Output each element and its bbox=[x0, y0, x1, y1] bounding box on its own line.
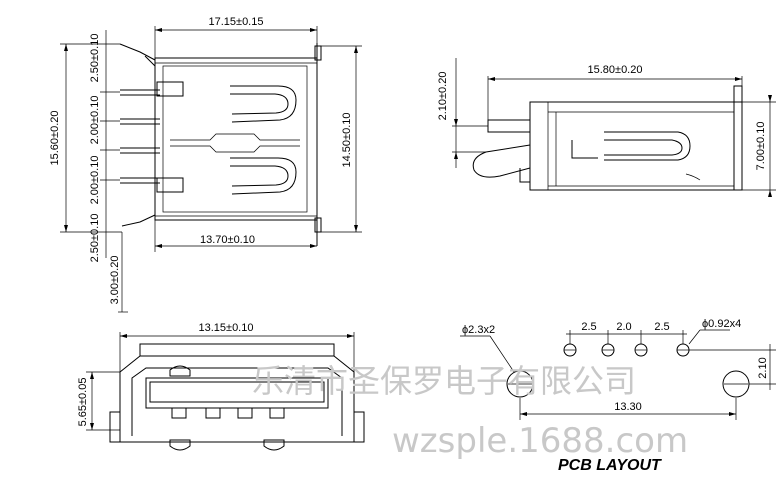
pcb-pitch-1: 2.5 bbox=[581, 321, 596, 333]
pcb-span-dim: 13.30 bbox=[614, 401, 642, 413]
watermark-site: wzsple.1688.com bbox=[392, 421, 688, 461]
side-view-detail bbox=[685, 173, 701, 181]
side-view-body bbox=[529, 101, 743, 191]
inner-height-dim: 14.50±0.10 bbox=[341, 113, 353, 168]
latch-spring-lower bbox=[230, 157, 297, 195]
pitch-dim-1: 2.50±0.10 bbox=[89, 34, 101, 83]
latch-spring-upper bbox=[230, 93, 289, 115]
top-width-dim: 17.15±0.15 bbox=[209, 16, 264, 28]
top-view-separator bbox=[170, 133, 300, 141]
watermark-company: 乐清市圣保罗电子有限公司 bbox=[252, 362, 636, 400]
top-view-tab bbox=[121, 214, 156, 227]
pcb-pitch-3: 2.5 bbox=[654, 321, 669, 333]
side-length-dim: 15.80±0.20 bbox=[588, 64, 643, 76]
top-view: 17.15±0.15 15.60±0.20 2.50±0.10 2.00±0.1… bbox=[49, 16, 362, 313]
pin-length-dim: 3.00±0.20 bbox=[109, 256, 121, 305]
front-view: 13.15±0.10 5.65±0.05 bbox=[77, 322, 365, 451]
top-view-flange bbox=[314, 217, 322, 233]
pitch-dim-3: 2.00±0.10 bbox=[89, 156, 101, 205]
top-view-separator bbox=[170, 145, 300, 153]
side-height-dim: 7.00±0.10 bbox=[755, 122, 767, 171]
front-latch bbox=[169, 365, 191, 377]
pitch-dim-2: 2.00±0.10 bbox=[89, 96, 101, 145]
pcb-layout-title: PCB LAYOUT bbox=[558, 457, 662, 474]
front-view-tongue-opening bbox=[145, 377, 329, 409]
contact bbox=[205, 407, 221, 419]
side-view-spring bbox=[571, 140, 598, 159]
front-view-inner bbox=[131, 367, 343, 436]
front-width-dim: 13.15±0.10 bbox=[199, 322, 254, 334]
pcb-pitch-2: 2.0 bbox=[616, 321, 631, 333]
front-latch bbox=[169, 439, 191, 451]
pcb-hole-large bbox=[506, 370, 534, 398]
side-view-pin bbox=[519, 168, 530, 183]
contact bbox=[237, 407, 253, 419]
latch-spring-upper bbox=[230, 85, 297, 123]
front-view-top bbox=[139, 343, 335, 357]
pcb-offset-dim: 2.10 bbox=[757, 357, 769, 378]
pcb-layout: 2.5 2.0 2.5 ϕ0.92x4 ϕ2.3x2 13.30 2.10 PC… bbox=[460, 318, 776, 474]
front-latch bbox=[263, 439, 285, 451]
side-view-pin bbox=[472, 144, 531, 178]
top-view-pins bbox=[120, 81, 184, 193]
contact bbox=[171, 407, 187, 419]
pcb-small-hole-dim: ϕ0.92x4 bbox=[702, 318, 741, 330]
latch-spring-lower bbox=[230, 165, 289, 187]
contact bbox=[269, 407, 285, 419]
top-view-body bbox=[154, 57, 318, 221]
side-view: 15.80±0.20 2.10±0.20 7.00±0.10 bbox=[437, 58, 776, 197]
top-view-housing bbox=[162, 65, 308, 213]
bottom-width-dim: 13.70±0.10 bbox=[200, 234, 255, 246]
top-view-tab bbox=[144, 55, 156, 67]
top-view-flange bbox=[314, 45, 322, 61]
side-view-flange bbox=[733, 85, 743, 191]
pcb-large-hole-dim: ϕ2.3x2 bbox=[462, 324, 495, 336]
side-view-spring bbox=[604, 131, 691, 161]
side-view-tab bbox=[487, 119, 530, 133]
front-view-tongue bbox=[149, 381, 325, 403]
front-flange bbox=[354, 411, 365, 443]
side-offset-dim: 2.10±0.20 bbox=[437, 72, 449, 121]
top-view-tab bbox=[119, 43, 156, 61]
front-flange bbox=[109, 411, 120, 443]
top-height-dim: 15.60±0.20 bbox=[49, 111, 61, 166]
pitch-dim-4: 2.50±0.10 bbox=[89, 214, 101, 263]
side-view-spring bbox=[604, 139, 683, 156]
front-height-dim: 5.65±0.05 bbox=[77, 378, 89, 427]
